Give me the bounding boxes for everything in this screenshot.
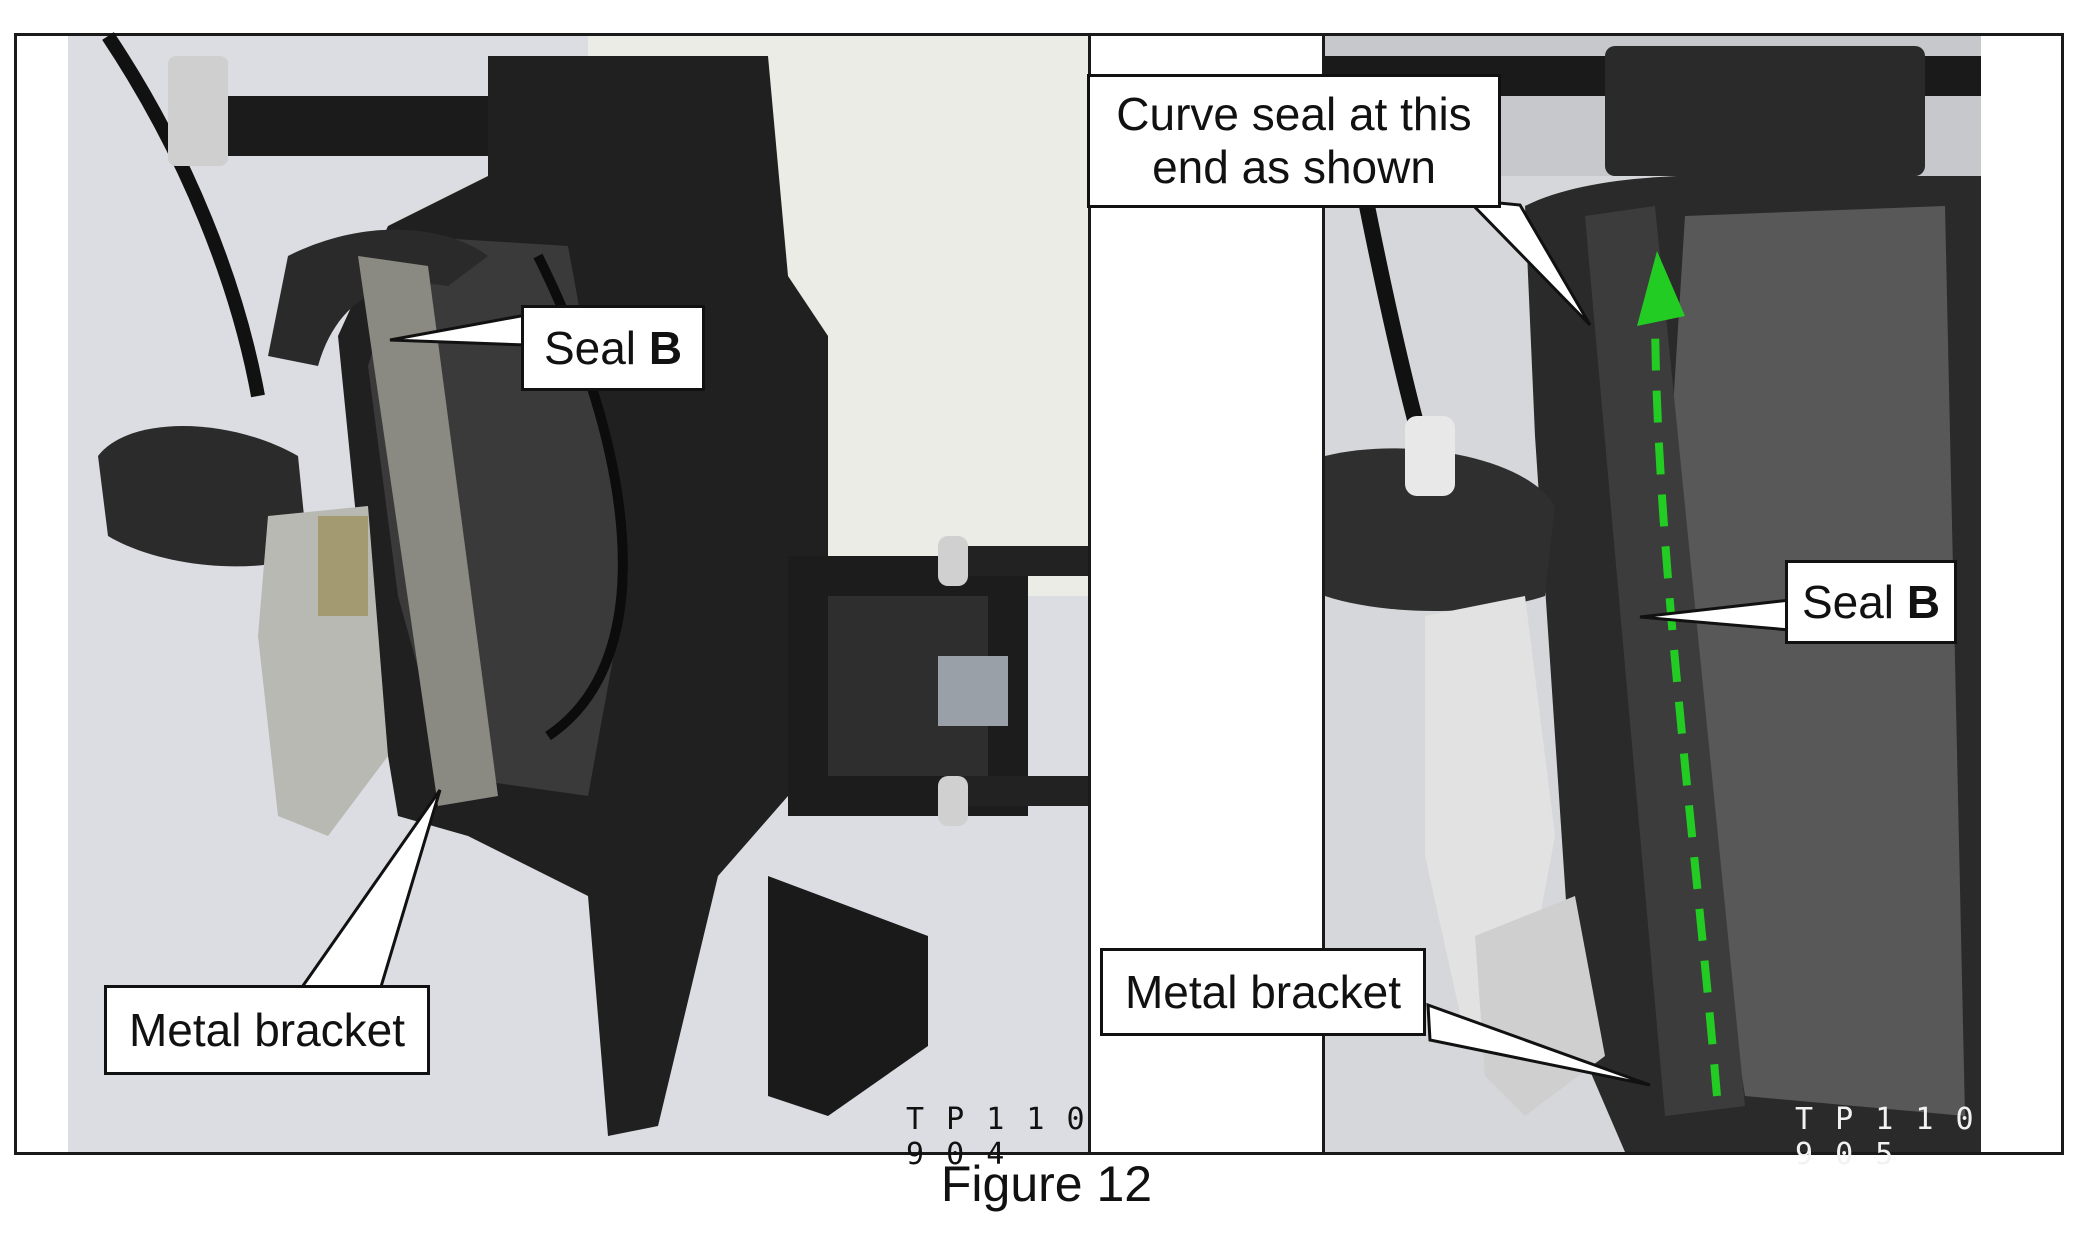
callout-bold: B bbox=[648, 321, 683, 374]
photo-code-left: T P 1 1 0 9 0 4 bbox=[906, 1102, 1087, 1172]
callout-text: Seal bbox=[1801, 575, 1895, 628]
callout-curve-seal: Curve seal at this end as shown bbox=[1087, 74, 1501, 208]
panel-divider-left bbox=[1088, 36, 1091, 1152]
callout-metal-bracket-right: Metal bracket bbox=[1100, 948, 1426, 1036]
figure-caption: Figure 12 bbox=[940, 1156, 1153, 1212]
callout-line-1: Curve seal at this bbox=[1116, 88, 1472, 141]
callout-seal-b-right: Seal B bbox=[1785, 560, 1957, 644]
callout-text: Seal bbox=[543, 321, 637, 374]
callout-text: Metal bracket bbox=[128, 1003, 406, 1056]
panel-divider-right bbox=[1322, 36, 1325, 1152]
callout-text: Metal bracket bbox=[1124, 965, 1402, 1018]
callout-seal-b-left: Seal B bbox=[521, 305, 705, 391]
callout-bold: B bbox=[1906, 575, 1941, 628]
callout-metal-bracket-left: Metal bracket bbox=[104, 985, 430, 1075]
left-photo: T P 1 1 0 9 0 4 bbox=[68, 32, 1088, 1172]
photo-code-right: T P 1 1 0 9 0 5 bbox=[1795, 1102, 1976, 1172]
callout-line-2: end as shown bbox=[1152, 141, 1436, 193]
